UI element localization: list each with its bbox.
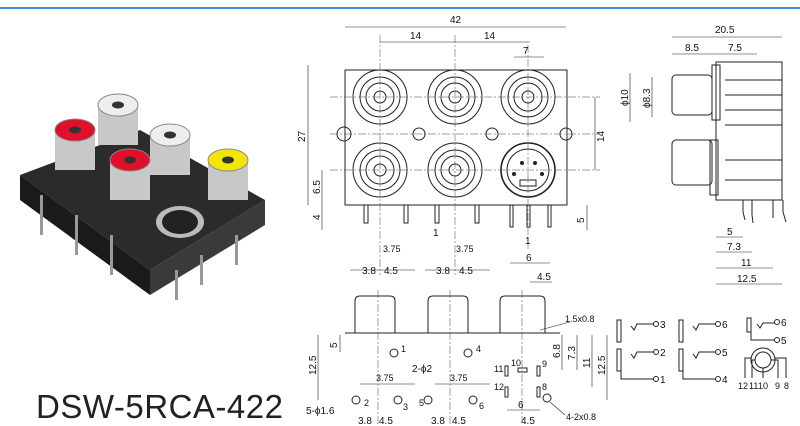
svideo-socket [156, 206, 204, 238]
dim-7-3: 7.3 [727, 242, 741, 253]
pin-3: 3 [403, 402, 408, 412]
svideo-pin-8: 8 [784, 381, 789, 391]
dim-7-3: 7.3 [567, 346, 578, 360]
dim-7: 7 [523, 46, 529, 57]
dim-3-75: 3.75 [376, 373, 394, 383]
pin-12: 12 [494, 382, 504, 392]
pin-10: 10 [511, 358, 521, 368]
dim-diameter-8-3: ϕ8.3 [642, 88, 653, 108]
dim-12-5: 12.5 [308, 355, 319, 375]
rca2-pin-4: 4 [722, 375, 728, 386]
dim-11: 11 [582, 357, 593, 368]
dim-5-holes-diameter-1-6: 5-ϕ1.6 [306, 406, 335, 417]
jack-white-mid [149, 123, 191, 175]
rca1-pin-1: 1 [660, 375, 666, 386]
schematic: 3 2 1 6 5 4 6 5 12 11 10 9 8 [616, 317, 789, 391]
dim-3-8: 3.8 [431, 416, 445, 425]
dim-20-5: 20.5 [715, 25, 735, 36]
svideo-pin-11: 11 [749, 381, 758, 391]
dim-4-5: 4.5 [521, 416, 535, 425]
rca1-pin-3: 3 [660, 320, 666, 331]
dim-4-5: 4.5 [452, 416, 466, 425]
dim-11: 11 [741, 258, 752, 269]
dim-4-slots-2x0-8: 4-2x0.8 [566, 412, 596, 422]
dim-4-5: 4.5 [537, 272, 551, 283]
side-view: 20.5 8.5 7.5 ϕ10 ϕ8.3 5 7.3 11 12.5 [620, 25, 787, 285]
pin-1: 1 [401, 344, 406, 354]
pin-6: 6 [479, 401, 484, 411]
dim-3-75: 3.75 [456, 244, 474, 254]
header-accent-line [0, 7, 800, 9]
jack-yellow [207, 148, 249, 200]
dim-14: 14 [596, 130, 607, 142]
dim-12-5: 12.5 [737, 274, 757, 285]
dim-12-5: 12.5 [597, 355, 608, 375]
product-model-title: DSW-5RCA-422 [36, 388, 284, 425]
dim-14: 14 [484, 31, 496, 42]
jack-white-top [97, 93, 139, 145]
svideo-pin-5: 5 [781, 336, 787, 347]
dim-1: 1 [433, 228, 439, 239]
dim-5: 5 [576, 217, 587, 223]
dim-7-5: 7.5 [728, 43, 742, 54]
dim-6-5: 6.5 [312, 180, 323, 194]
dim-5: 5 [329, 342, 340, 348]
pin-2: 2 [364, 398, 369, 408]
dim-2-holes-diameter-2: 2-ϕ2 [412, 364, 432, 375]
pcb-layout: 5 12.5 2-ϕ2 3.75 3.75 5-ϕ1.6 3.8 4.5 3.8… [306, 290, 608, 425]
jack-red-left [54, 118, 96, 170]
dim-3-75: 3.75 [450, 373, 468, 383]
front-view: 42 14 14 7 27 14 6.5 4 5 1 3.75 3.75 3.8… [297, 15, 607, 283]
dim-3-8: 3.8 [436, 266, 450, 277]
dim-3-8: 3.8 [362, 266, 376, 277]
svideo-pin-9: 9 [775, 381, 780, 391]
jack-red-mid [109, 148, 151, 200]
dim-6: 6 [518, 400, 524, 411]
svideo-pin-6: 6 [781, 318, 787, 329]
dim-6: 6 [526, 253, 532, 264]
dim-4-5: 4.5 [459, 266, 473, 277]
dim-1-5x0-8: 1.5x0.8 [565, 314, 595, 324]
dim-27: 27 [297, 130, 308, 142]
pin-5: 5 [419, 398, 424, 408]
pin-9: 9 [542, 359, 547, 369]
rca2-pin-5: 5 [722, 348, 728, 359]
dim-6-8: 6.8 [552, 344, 563, 358]
dim-42: 42 [450, 15, 462, 26]
dim-8-5: 8.5 [685, 43, 699, 54]
rca2-pin-6: 6 [722, 320, 728, 331]
rca1-pin-2: 2 [660, 348, 666, 359]
dim-4-5: 4.5 [384, 266, 398, 277]
product-photo [20, 93, 265, 300]
dim-4: 4 [312, 214, 323, 220]
dim-4-5: 4.5 [379, 416, 393, 425]
pin-8: 8 [542, 382, 547, 392]
svideo-pin-10: 10 [758, 381, 768, 391]
dim-3-75: 3.75 [383, 244, 401, 254]
pin-11: 11 [494, 364, 503, 374]
dim-diameter-10: ϕ10 [620, 89, 631, 106]
svideo-pin-12: 12 [738, 381, 748, 391]
dim-1: 1 [525, 236, 531, 247]
pin-4: 4 [476, 344, 481, 354]
dim-3-8: 3.8 [358, 416, 372, 425]
dim-14: 14 [410, 31, 422, 42]
dim-5: 5 [727, 227, 733, 238]
